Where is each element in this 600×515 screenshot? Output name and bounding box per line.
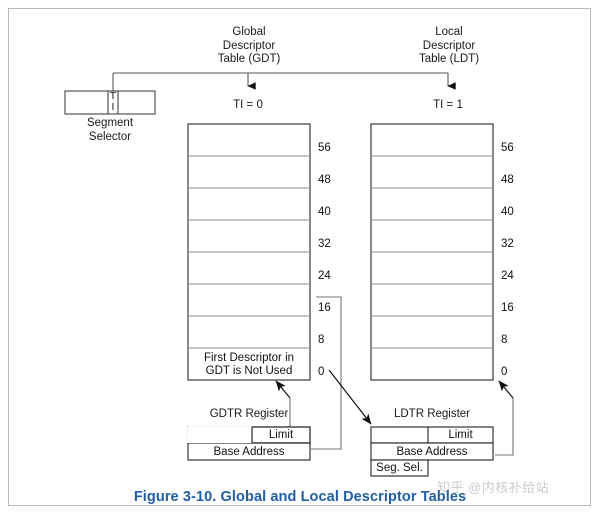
- gdt-title-line3: Table (GDT): [217, 53, 281, 65]
- ldt-offset-8: 8: [501, 334, 508, 346]
- gdt-title-line1: Global: [232, 26, 266, 38]
- gdt-first-descriptor-note: First Descriptor in GDT is Not Used: [188, 352, 310, 378]
- gdtr-limit-label: Limit: [268, 429, 294, 441]
- gdt-ti-value: TI = 0: [233, 99, 263, 111]
- figure-caption: Figure 3-10. Global and Local Descriptor…: [133, 489, 467, 505]
- ldtr-register-title: LDTR Register: [393, 408, 471, 420]
- ldtr-limit-label: Limit: [448, 429, 473, 441]
- gdt-first-descriptor-line1: First Descriptor in: [203, 352, 295, 364]
- segment-selector-label: Segment Selector: [60, 117, 160, 144]
- gdt-title: Global Descriptor Table (GDT): [188, 26, 310, 67]
- gdtr-register-title: GDTR Register: [209, 408, 289, 420]
- ldt-title-line2: Descriptor: [422, 39, 476, 52]
- ldt-offset-40: 40: [501, 206, 514, 218]
- segment-selector-label-line2: Selector: [88, 130, 132, 143]
- gdt-offset-16: 16: [318, 302, 331, 314]
- gdt-offset-0: 0: [318, 366, 325, 378]
- ldt-title-line1: Local: [435, 26, 463, 38]
- gdt-offset-32: 32: [318, 238, 331, 250]
- gdt-offset-8: 8: [318, 334, 325, 346]
- gdt-offset-40: 40: [318, 206, 331, 218]
- ldtr-segment-selector-label: Seg. Sel.: [376, 462, 423, 474]
- ldt-table: [370, 123, 494, 381]
- ldt-offset-16: 16: [501, 302, 514, 314]
- gdt-offset-56: 56: [318, 142, 331, 154]
- gdt-offset-24: 24: [318, 270, 331, 282]
- watermark: 知乎 @内核补给站: [437, 480, 550, 495]
- ldt-offset-0: 0: [501, 366, 508, 378]
- segment-selector-box: [64, 90, 156, 115]
- ldt-ti-value: TI = 1: [433, 99, 463, 111]
- gdt-to-ldtr-connector: [328, 369, 372, 425]
- ldt-offset-24: 24: [501, 270, 514, 282]
- ldt-offset-56: 56: [501, 142, 514, 154]
- segment-selector-ti-bit: T I: [103, 91, 123, 113]
- ti-bit-routing-lines: [112, 72, 456, 91]
- segment-selector-label-line1: Segment: [86, 117, 134, 129]
- ldtr-base-address-label: Base Address: [396, 446, 468, 458]
- gdt-title-line2: Descriptor: [222, 39, 276, 52]
- gdt-table: [187, 123, 311, 381]
- ldt-offset-32: 32: [501, 238, 514, 250]
- gdt-offset-48: 48: [318, 174, 331, 186]
- gdtr-register-box: [187, 426, 311, 461]
- ldt-title-line3: Table (LDT): [418, 53, 480, 65]
- ldtr-to-ldt-connector: [495, 380, 514, 456]
- ti-bit-letter-i: I: [111, 101, 115, 113]
- ldt-offset-48: 48: [501, 174, 514, 186]
- gdtr-base-address-label: Base Address: [213, 446, 285, 458]
- ldtr-register-box: [370, 426, 494, 477]
- gdt-first-descriptor-line2: GDT is Not Used: [205, 365, 293, 377]
- ti-bit-letter-t: T: [109, 90, 117, 102]
- ldt-title: Local Descriptor Table (LDT): [388, 26, 510, 67]
